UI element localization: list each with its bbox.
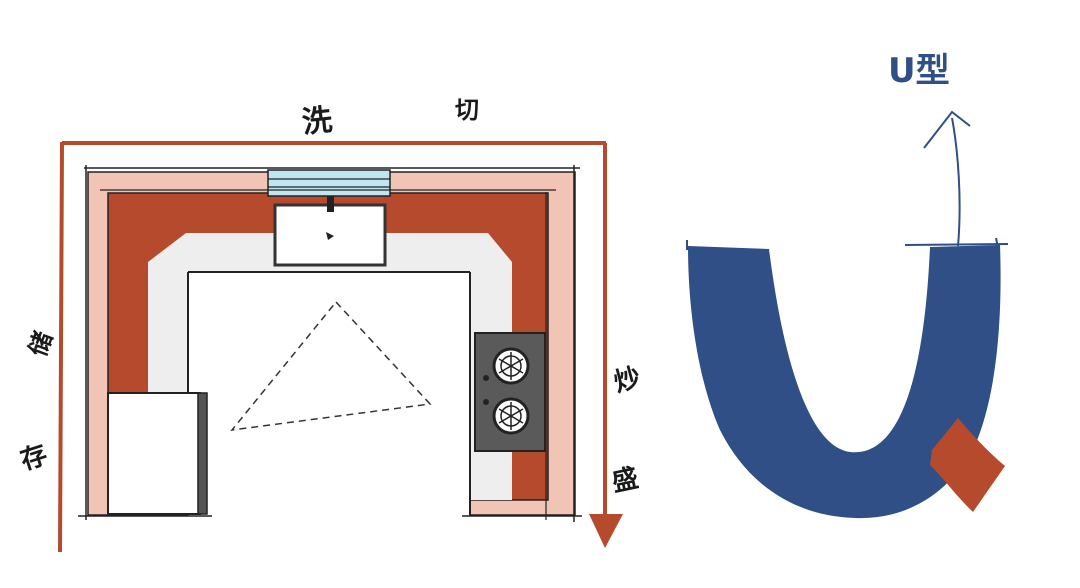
label-store: 储 — [24, 328, 59, 360]
label-wash: 洗 — [300, 103, 333, 141]
fridge — [107, 392, 201, 515]
workflow-line-left — [58, 141, 64, 553]
work-triangle — [230, 300, 432, 431]
u-accent-block — [930, 418, 1005, 512]
label-fry: 炒 — [611, 362, 644, 398]
sink — [273, 203, 387, 267]
workflow-arrowhead — [589, 514, 623, 548]
faucet — [327, 196, 334, 212]
label-stock: 存 — [17, 440, 51, 477]
u-shape — [688, 245, 1001, 519]
fridge-side — [197, 392, 208, 515]
u-shape-illustration: U型 — [686, 51, 1009, 519]
window — [267, 169, 391, 197]
label-cut: 切 — [455, 96, 479, 124]
drain — [326, 232, 334, 240]
label-u-type: U型 — [888, 51, 950, 91]
label-serve: 盛 — [609, 462, 641, 498]
kitchen-floor — [188, 272, 470, 515]
stove — [474, 332, 546, 452]
floor-path — [148, 233, 512, 500]
kitchen-plan: 洗 切 储 存 炒 盛 — [17, 96, 644, 553]
up-arrow-head — [923, 110, 971, 149]
up-arrow-line — [951, 117, 961, 247]
